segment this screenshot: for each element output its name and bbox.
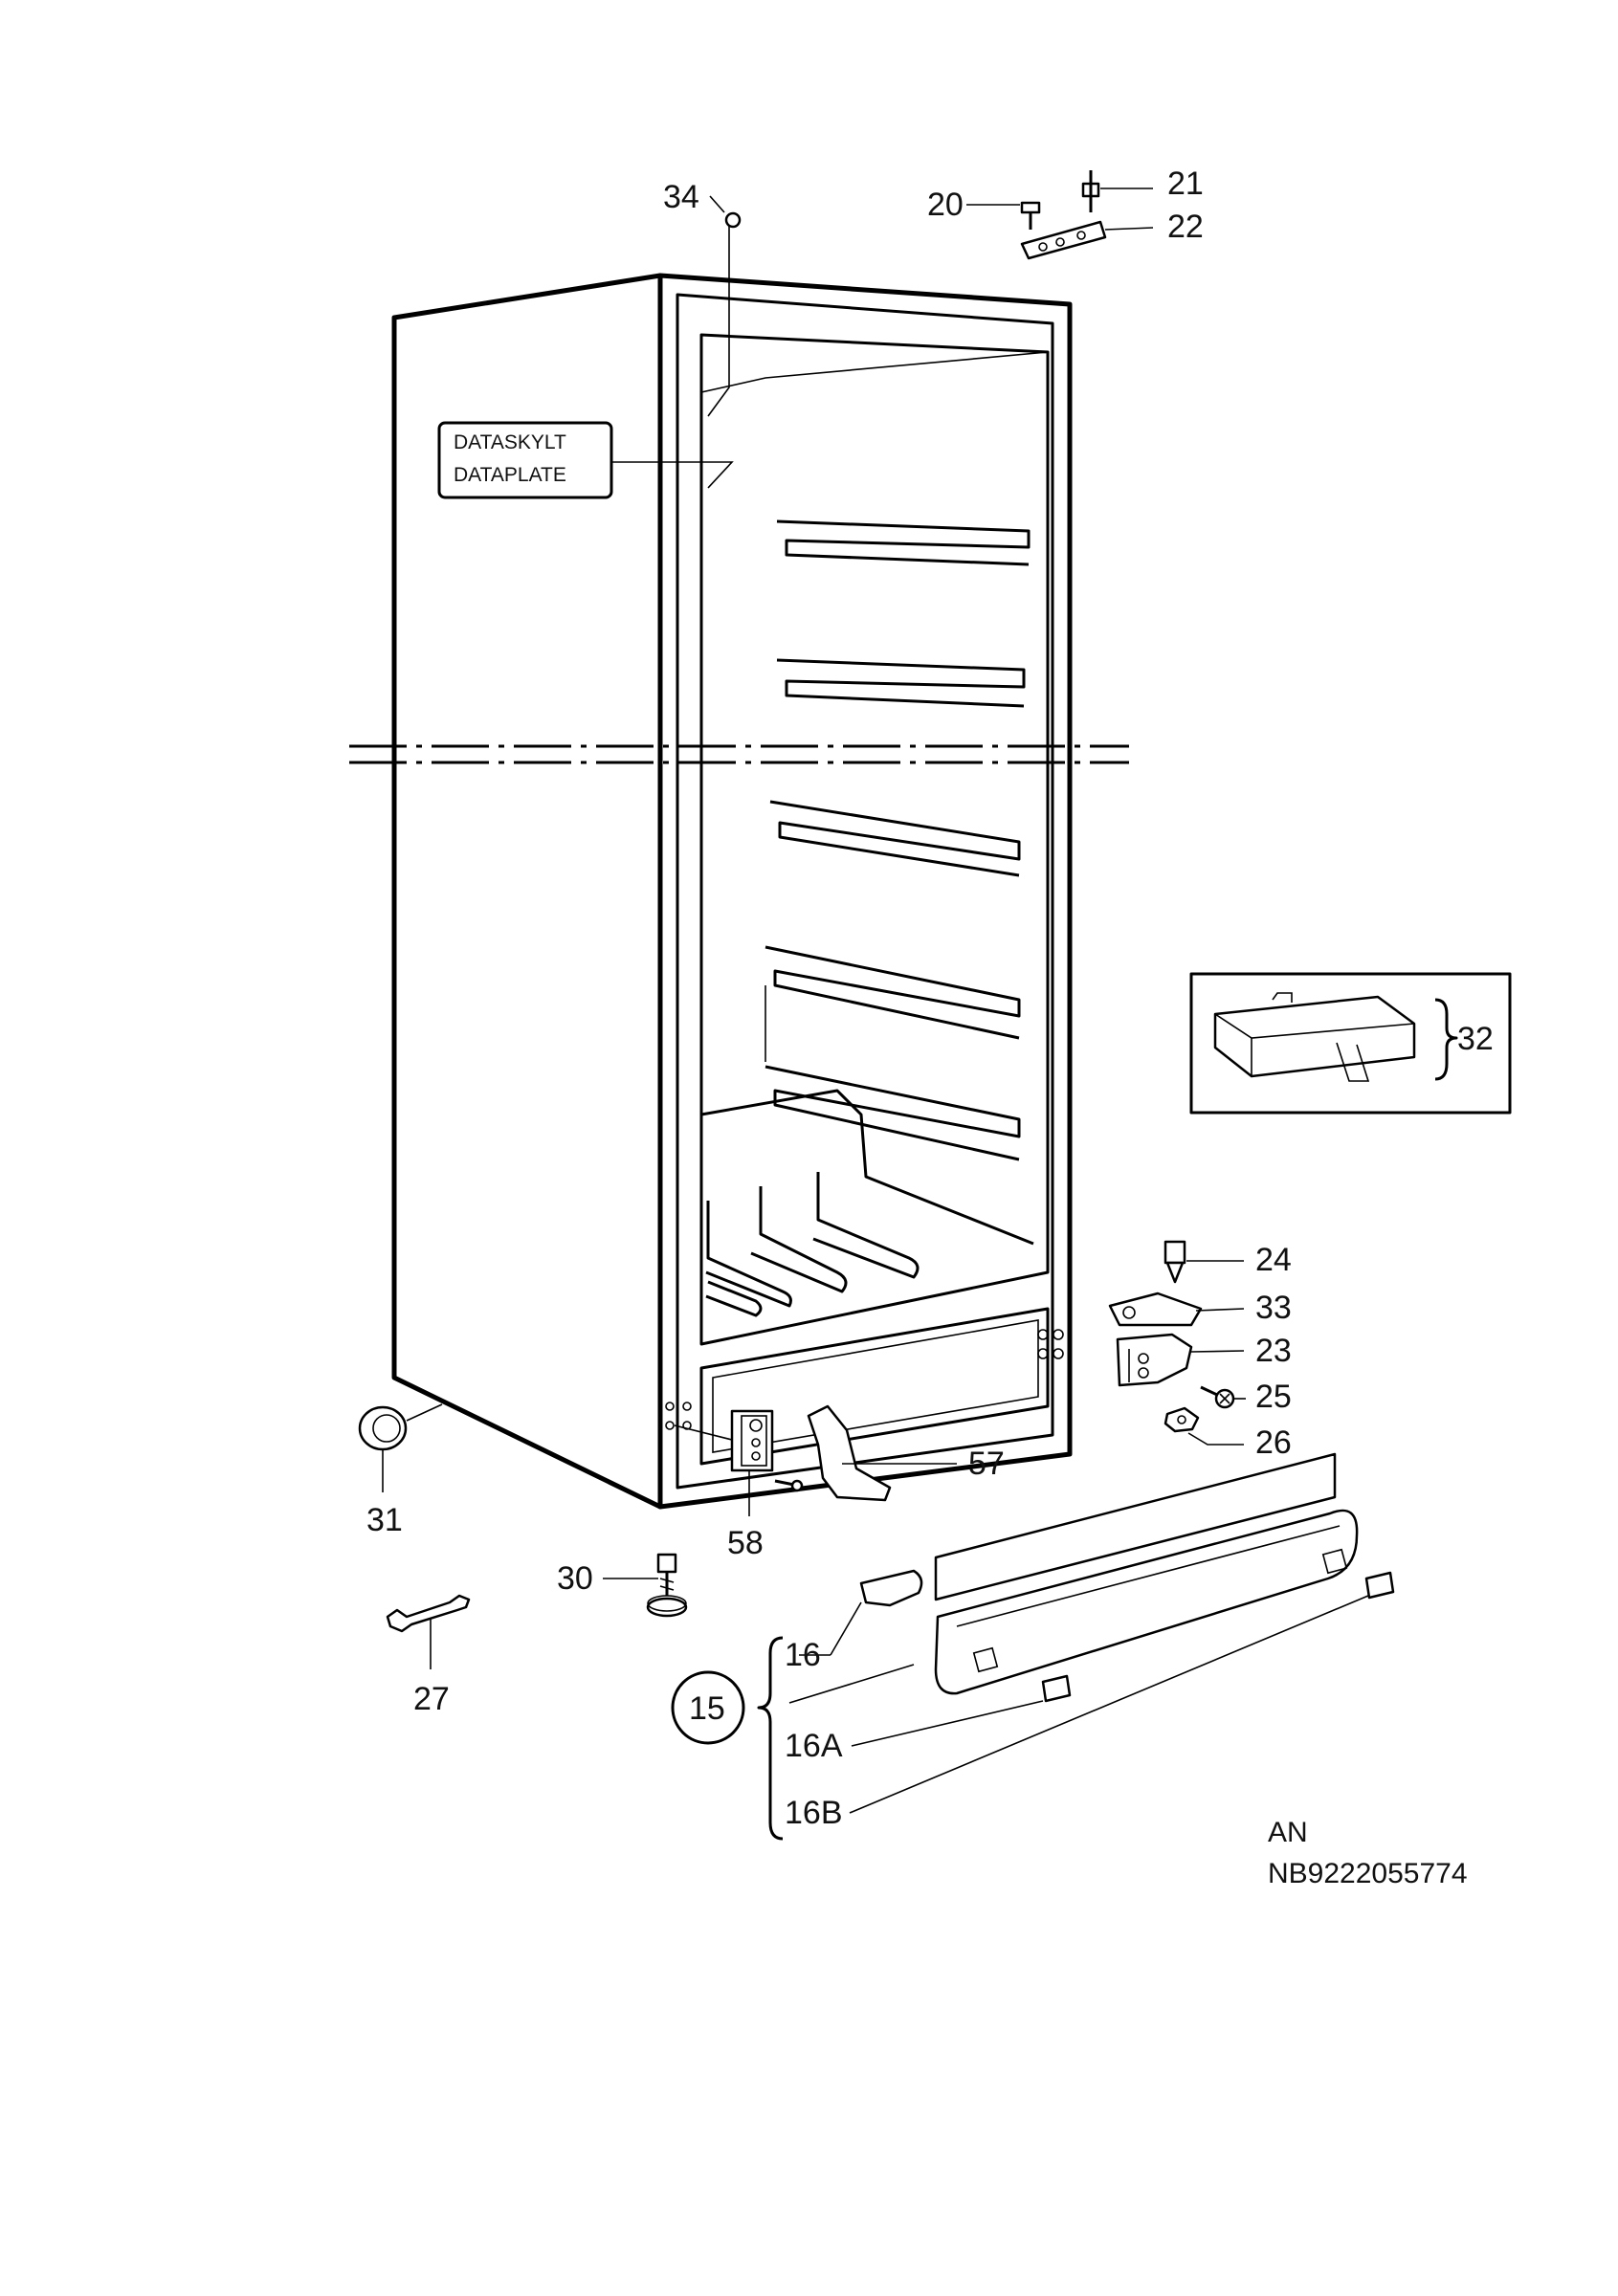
callout-25: 25 [1255, 1379, 1292, 1415]
callout-34: 34 [663, 179, 699, 215]
callout-26: 26 [1255, 1424, 1292, 1461]
callout-20: 20 [927, 187, 964, 223]
callout-16b: 16B [785, 1795, 843, 1831]
dataplate-line1: DATASKYLT [454, 431, 566, 453]
top-hinge-parts: 20 21 22 [927, 166, 1204, 260]
callout-24: 24 [1255, 1242, 1292, 1278]
footer-line1: AN [1268, 1817, 1308, 1848]
callout-15: 15 [689, 1690, 725, 1727]
callout-58: 58 [727, 1525, 764, 1561]
callout-32: 32 [1457, 1021, 1494, 1057]
part-31: 31 [358, 1403, 443, 1538]
callout-16: 16 [785, 1637, 821, 1673]
part-30: 30 [557, 1553, 688, 1618]
dataplate-line2: DATAPLATE [454, 464, 566, 486]
evaporator-coils [700, 1089, 1034, 1317]
callout-30: 30 [557, 1560, 593, 1597]
dataplate-label: DATASKYLT DATAPLATE [437, 222, 734, 499]
lower-hinge-parts: 24 33 23 25 26 [1108, 1240, 1292, 1461]
part-58: 58 [674, 1409, 804, 1561]
part-27: 27 [386, 1594, 471, 1717]
callout-31: 31 [366, 1502, 403, 1538]
callout-27: 27 [413, 1681, 450, 1717]
footer-codes: AN NB9222055774 [1268, 1817, 1468, 1889]
callout-22: 22 [1167, 209, 1204, 245]
part-34: 34 [663, 179, 742, 229]
callout-33: 33 [1255, 1290, 1292, 1326]
callout-21: 21 [1167, 166, 1204, 202]
callout-16a: 16A [785, 1728, 843, 1764]
cabinet [391, 273, 1073, 1510]
part-32-box: 32 [1189, 972, 1512, 1115]
footer-line2: NB9222055774 [1268, 1858, 1468, 1889]
callout-57: 57 [968, 1446, 1005, 1482]
shelf-rails [765, 519, 1031, 1161]
part-57: 57 [807, 1404, 1005, 1502]
callout-23: 23 [1255, 1333, 1292, 1369]
kickplate-assembly: 16 16A 16B 15 [671, 1452, 1395, 1841]
